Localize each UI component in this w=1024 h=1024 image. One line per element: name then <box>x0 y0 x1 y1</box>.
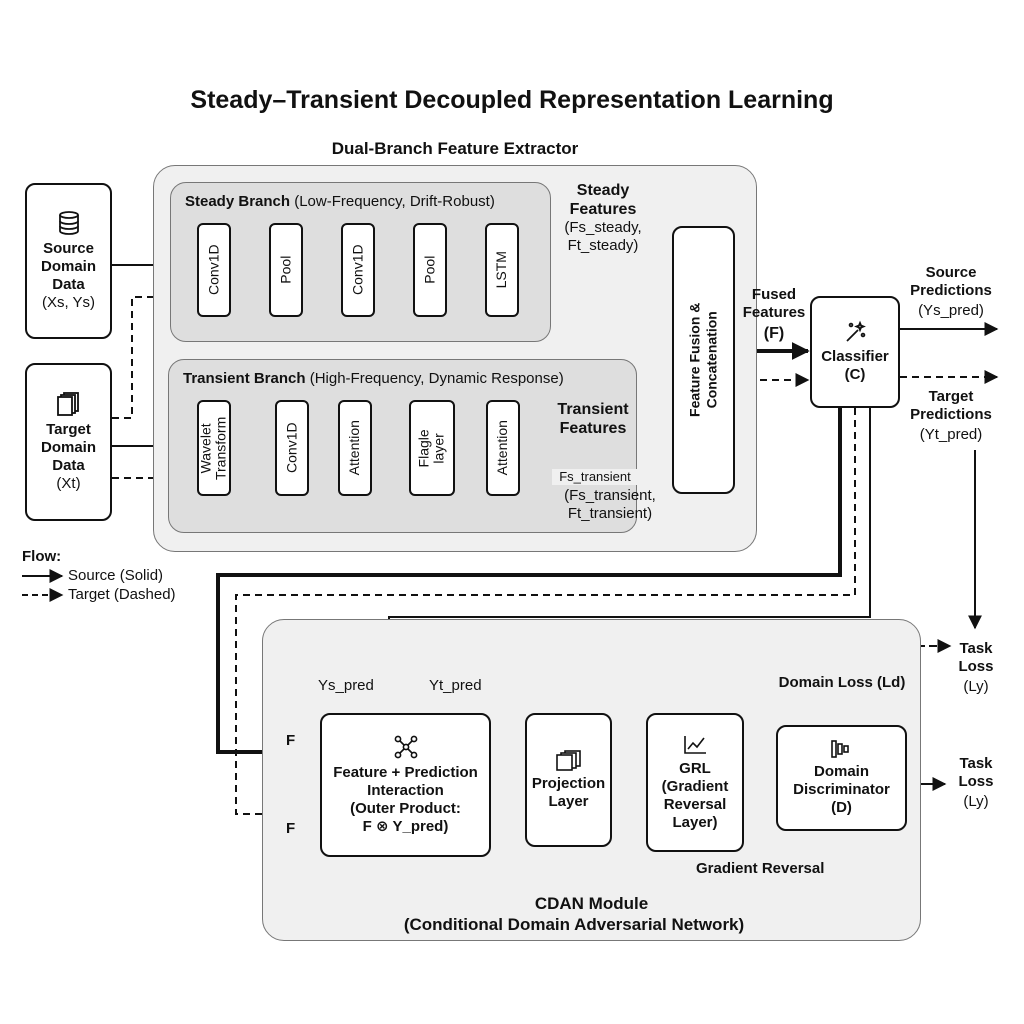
network-icon <box>394 735 417 759</box>
transient-inline-label: Fs_transient <box>552 469 638 485</box>
task-loss-top-label: Task Loss <box>958 640 994 675</box>
grl-label: GRL (Gradient Reversal Layer) <box>661 759 729 831</box>
target-domain-data-box: Target Domain Data (Xt) <box>25 363 112 521</box>
layers-icon <box>555 750 581 771</box>
discriminator-label: Domain Discriminator (D) <box>793 763 890 816</box>
projection-layer-box: Projection Layer <box>525 713 612 847</box>
grl-box: GRL (Gradient Reversal Layer) <box>646 713 744 852</box>
domain-loss-label: Domain Loss (Ld) <box>778 674 906 691</box>
f-dashed-loop <box>235 408 856 821</box>
task-loss-bottom-sub: (Ly) <box>963 793 989 810</box>
legend-title: Flow: <box>22 548 62 565</box>
feature-fusion-box: Feature Fusion & Concatenation <box>672 226 735 494</box>
classifier-box: Classifier (C) <box>810 296 900 408</box>
cdan-title: CDAN Module <box>534 894 649 913</box>
target-predictions-label: Target Predictions <box>910 388 992 423</box>
target-data-sub: (Xt) <box>56 475 81 492</box>
transient-block-attention-1: Attention <box>338 400 372 496</box>
funnel-icon <box>830 740 849 758</box>
target-predictions-sub: (Yt_pred) <box>919 426 983 443</box>
steady-branch-title: Steady Branch (Low-Frequency, Drift-Robu… <box>185 193 495 210</box>
transient-branch-title: Transient Branch (High-Frequency, Dynami… <box>183 370 564 387</box>
domain-discriminator-box: Domain Discriminator (D) <box>776 725 907 831</box>
classifier-label: Classifier <box>821 348 889 365</box>
steady-features-label: Steady Features <box>569 182 637 219</box>
transient-features-label: Transient Features <box>557 401 629 438</box>
transient-block-wavelet: Wavelet Transform <box>197 400 231 496</box>
classifier-sub: (C) <box>844 366 866 383</box>
transient-branch-panel <box>168 359 637 533</box>
f-solid-loop <box>216 408 842 761</box>
interaction-label: Feature + Prediction Interaction (Outer … <box>333 764 478 835</box>
source-data-sub: (Xs, Ys) <box>41 294 96 311</box>
source-data-label: Source Domain Data <box>40 240 96 293</box>
steady-block-pool-1: Pool <box>269 223 303 317</box>
steady-features-sub: (Fs_steady, Ft_steady) <box>564 219 642 254</box>
page-title: Steady–Transient Decoupled Representatio… <box>190 86 834 114</box>
f-label-bottom: F <box>286 820 296 837</box>
fusion-label: Feature Fusion & Concatenation <box>686 302 720 418</box>
steady-block-conv1d-2: Conv1D <box>341 223 375 317</box>
interaction-box: Feature + Prediction Interaction (Outer … <box>320 713 491 857</box>
cdan-subtitle: (Conditional Domain Adversarial Network) <box>403 915 745 934</box>
target-data-label: Target Domain Data <box>40 421 96 474</box>
projection-label: Projection Layer <box>531 775 606 810</box>
steady-block-lstm: LSTM <box>485 223 519 317</box>
steady-block-conv1d-1: Conv1D <box>197 223 231 317</box>
source-domain-data-box: Source Domain Data (Xs, Ys) <box>25 183 112 339</box>
chart-icon <box>684 735 706 754</box>
steady-block-pool-2: Pool <box>413 223 447 317</box>
f-label-top: F <box>286 732 296 749</box>
legend-source: Source (Solid) <box>68 567 164 584</box>
fused-features-label: Fused Features <box>742 286 806 321</box>
task-loss-bottom-label: Task Loss <box>958 755 994 790</box>
fused-features-sub: (F) <box>763 325 785 342</box>
transient-features-sub: (Fs_transient, Ft_transient) <box>564 487 656 522</box>
documents-icon <box>56 392 79 416</box>
task-loss-top-sub: (Ly) <box>963 678 989 695</box>
transient-block-flagle: Flagle layer <box>409 400 455 496</box>
wand-icon <box>846 320 866 342</box>
ys-pred-label: Ys_pred <box>318 677 374 694</box>
transient-block-conv1d: Conv1D <box>275 400 309 496</box>
gradient-reversal-label: Gradient Reversal <box>696 860 825 878</box>
source-predictions-sub: (Ys_pred) <box>918 302 984 319</box>
database-icon <box>58 211 79 235</box>
legend-target: Target (Dashed) <box>68 586 176 603</box>
extractor-title: Dual-Branch Feature Extractor <box>331 139 579 158</box>
yt-pred-label: Yt_pred <box>429 677 482 694</box>
source-predictions-label: Source Predictions <box>910 264 992 299</box>
transient-block-attention-2: Attention <box>486 400 520 496</box>
